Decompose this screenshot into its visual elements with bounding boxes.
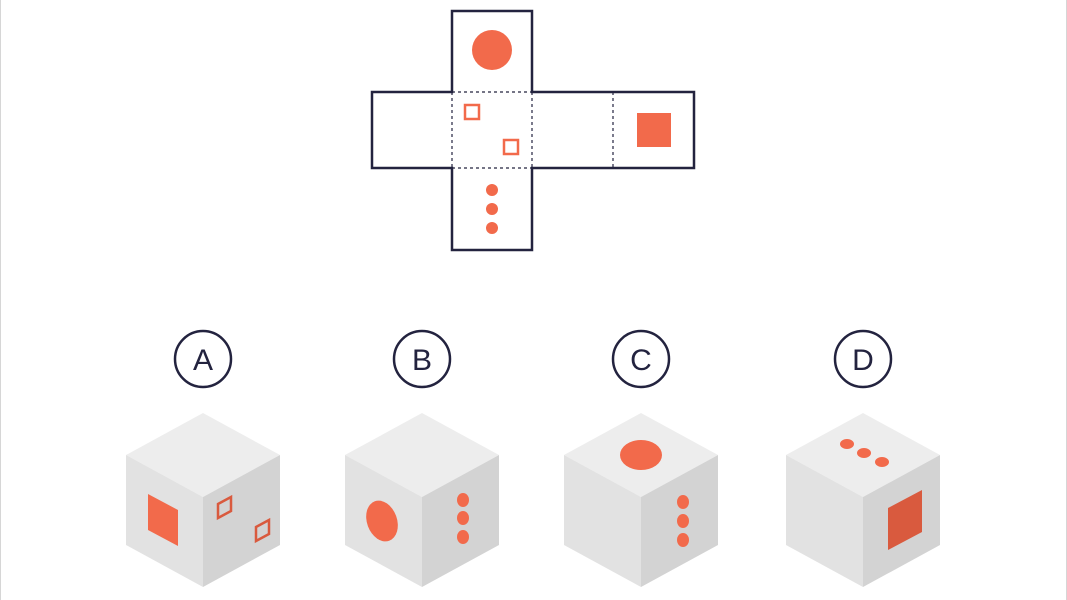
cube-a-hollow-square-icon bbox=[254, 517, 271, 544]
option-c-label: C bbox=[630, 344, 652, 377]
cube-d-dot-icon bbox=[840, 439, 854, 449]
cube-a-filled-square-icon bbox=[148, 494, 178, 546]
net-bottom-dot-icon bbox=[486, 203, 498, 215]
cube-b-dot-icon bbox=[457, 530, 469, 544]
cube-d bbox=[786, 413, 940, 587]
cube-d-dot-icon bbox=[875, 457, 889, 467]
cube-c-circle-icon bbox=[620, 440, 662, 470]
cube-b bbox=[345, 413, 499, 587]
net-far-right-filled-square-icon bbox=[637, 113, 671, 147]
option-b-label: B bbox=[412, 344, 432, 377]
option-c[interactable]: C bbox=[564, 329, 718, 587]
net-fold-lines bbox=[451, 91, 614, 169]
net-bottom-dot-icon bbox=[486, 222, 498, 234]
cube-d-dot-icon bbox=[857, 448, 871, 458]
cube-c-dot-icon bbox=[677, 495, 689, 509]
option-a[interactable]: A bbox=[126, 329, 280, 587]
cube-net bbox=[370, 9, 696, 252]
cube-c-dot-icon bbox=[677, 514, 689, 528]
cube-c bbox=[564, 413, 718, 587]
cube-b-dot-icon bbox=[457, 493, 469, 507]
option-d-label: D bbox=[852, 344, 874, 377]
option-d-badge bbox=[833, 329, 893, 389]
cube-a-right-face bbox=[203, 455, 280, 587]
cube-a-hollow-square-icon bbox=[216, 494, 233, 521]
cube-d-filled-square-icon bbox=[888, 490, 922, 550]
cube-c-dot-icon bbox=[677, 533, 689, 547]
net-top-circle-icon bbox=[472, 30, 512, 70]
option-a-label: A bbox=[193, 344, 213, 377]
option-b[interactable]: B bbox=[345, 329, 499, 587]
option-a-badge bbox=[173, 329, 233, 389]
option-b-badge bbox=[392, 329, 452, 389]
net-center-hollow-square-icon bbox=[502, 138, 520, 156]
cube-a bbox=[126, 413, 280, 587]
net-center-hollow-square-icon bbox=[463, 103, 481, 121]
cube-c-left-face bbox=[564, 455, 641, 587]
cube-b-circle-icon bbox=[366, 500, 398, 542]
option-c-badge bbox=[611, 329, 671, 389]
left-frame-edge bbox=[0, 0, 1, 600]
option-d[interactable]: D bbox=[786, 329, 940, 587]
net-bottom-dot-icon bbox=[486, 184, 498, 196]
cube-b-dot-icon bbox=[457, 511, 469, 525]
cube-d-left-face bbox=[786, 455, 863, 587]
